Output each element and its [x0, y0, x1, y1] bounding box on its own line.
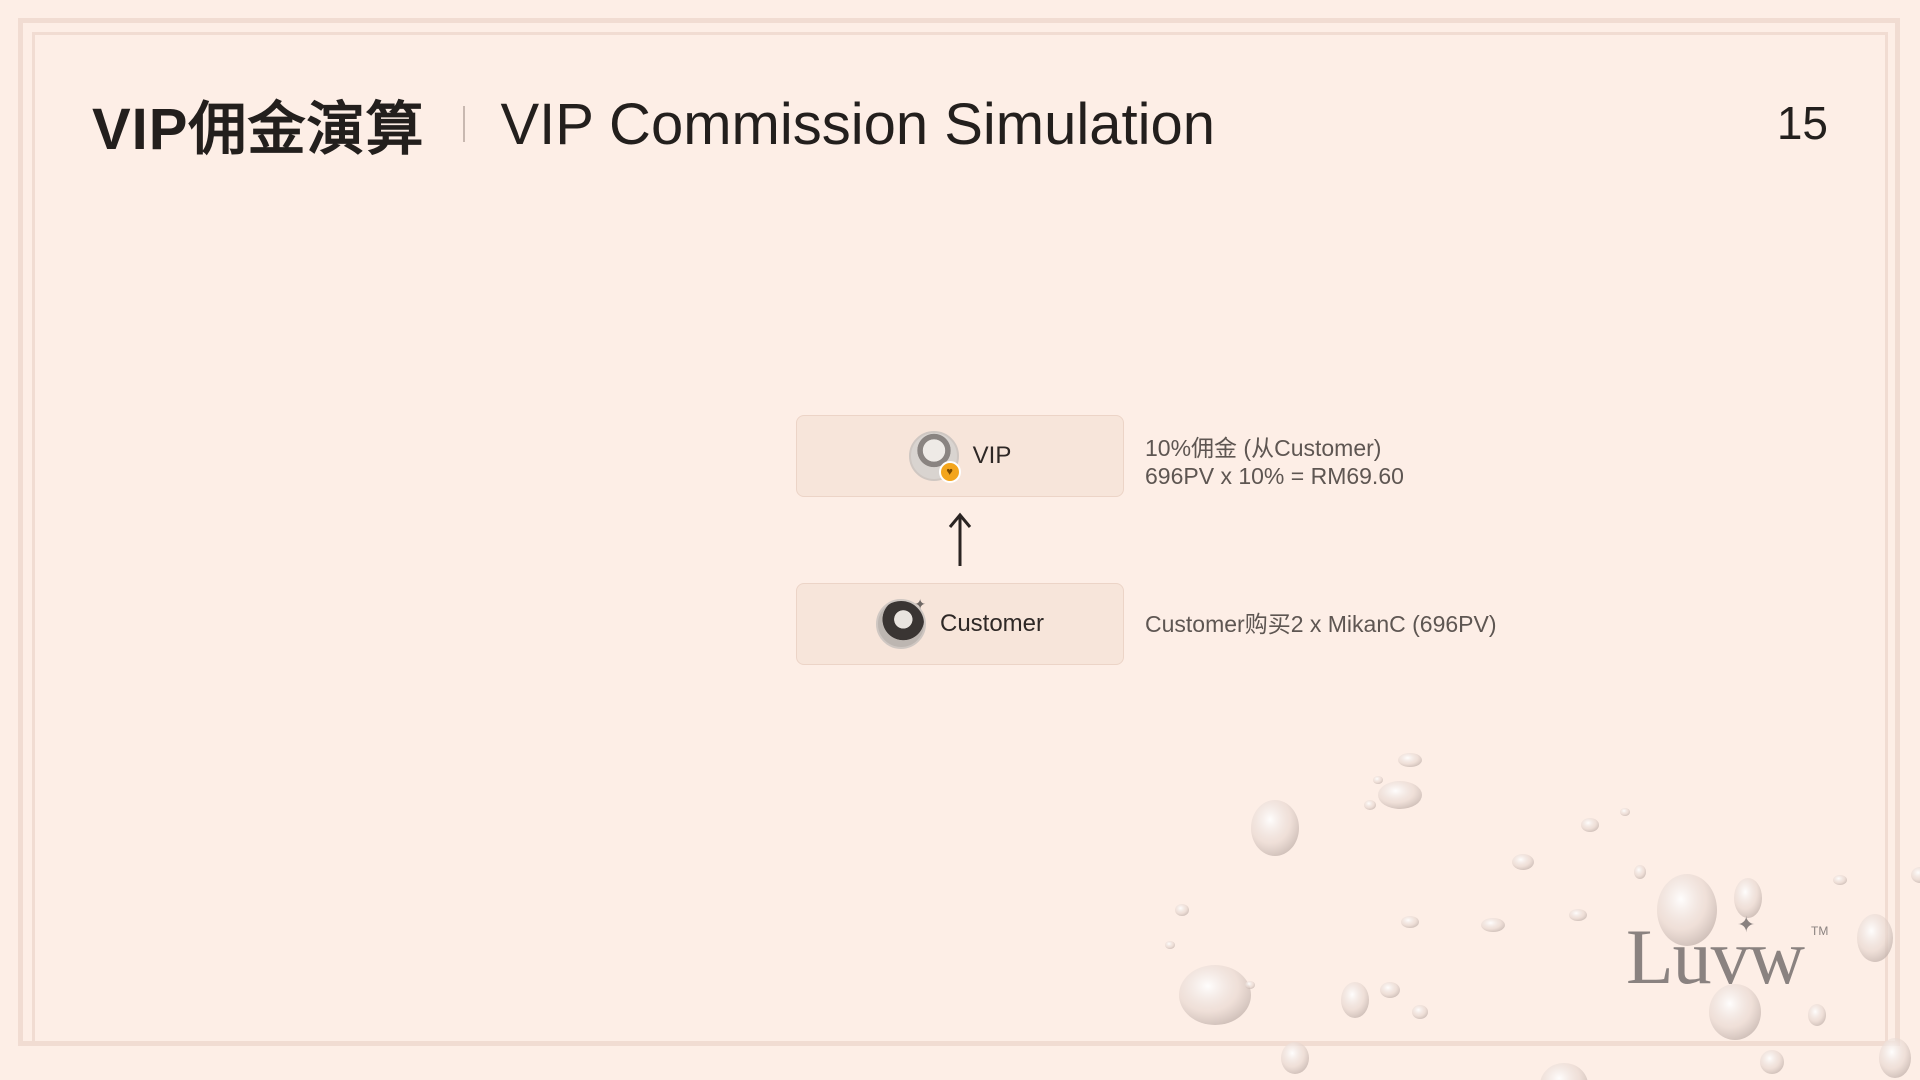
title-separator — [462, 106, 465, 142]
luvw-logo: Luvw — [1626, 913, 1805, 1000]
customer-node: ✦ Customer — [796, 583, 1124, 665]
vip-note-line-2: 696PV x 10% = RM69.60 — [1145, 463, 1404, 489]
vip-node: ♥ VIP — [796, 415, 1124, 497]
slide-inner-border — [32, 32, 1888, 1046]
arrow-up-icon — [948, 512, 972, 566]
vip-avatar-icon: ♥ — [908, 431, 961, 483]
page-number: 15 — [1776, 97, 1828, 149]
vip-commission-note: 10%佣金 (从Customer) 696PV x 10% = RM69.60 — [1145, 434, 1404, 490]
slide-header: VIP佣金演算 VIP Commission Simulation — [92, 88, 1216, 163]
title-english: VIP Commission Simulation — [500, 91, 1216, 157]
vip-label: VIP — [972, 442, 1012, 469]
title-chinese: VIP佣金演算 — [92, 97, 425, 162]
sparkle-icon: ✦ — [914, 596, 926, 612]
water-drops-decoration — [1165, 753, 1920, 1080]
customer-avatar-icon: ✦ — [875, 596, 926, 649]
heart-badge-icon: ♥ — [938, 461, 961, 483]
logo-star-icon: ✦ — [1737, 912, 1756, 937]
vip-note-line-1: 10%佣金 (从Customer) — [1145, 435, 1382, 461]
logo-trademark: TM — [1811, 924, 1829, 938]
customer-label: Customer — [939, 610, 1045, 637]
customer-purchase-note: Customer购买2 x MikanC (696PV) — [1145, 611, 1497, 637]
